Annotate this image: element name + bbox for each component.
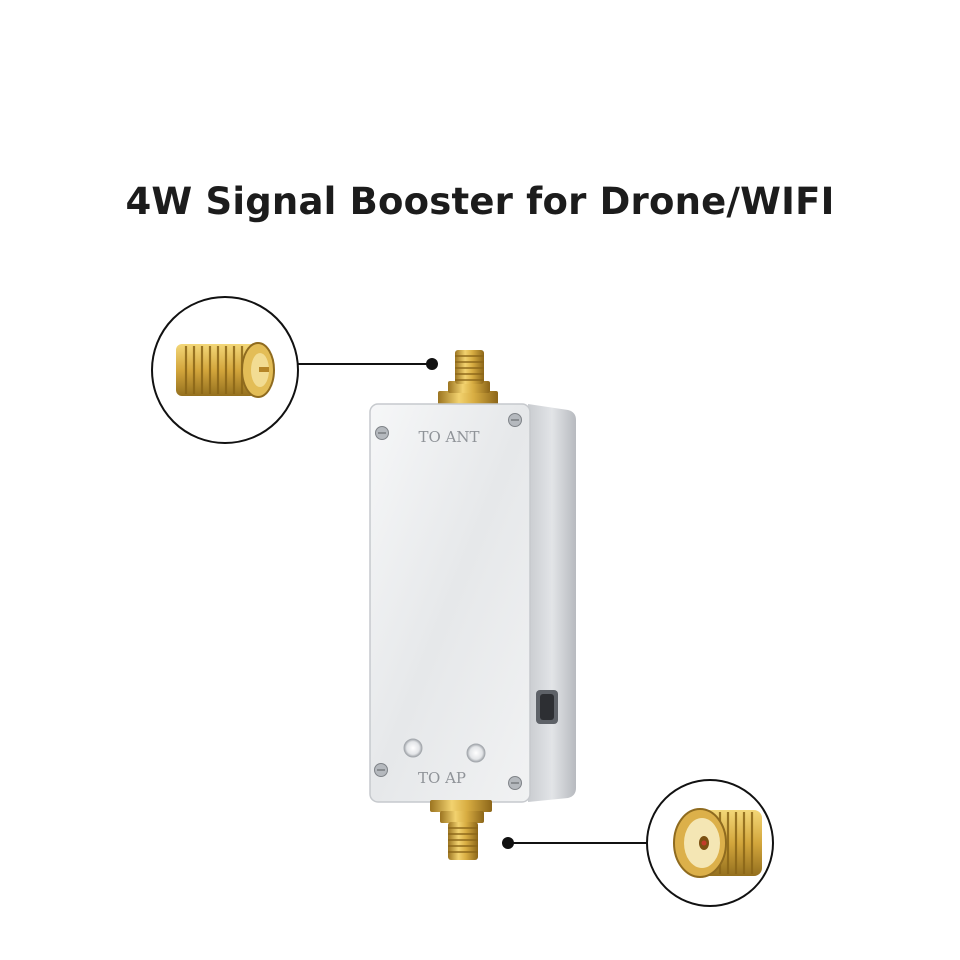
booster-housing: TO ANT TO AP [369, 403, 576, 803]
callout-bottom [502, 837, 650, 849]
callout-dot-bottom [502, 837, 514, 849]
sma-female-connector-icon [646, 779, 774, 907]
top-antenna-connector [438, 350, 498, 405]
led-indicator-left [403, 738, 423, 758]
port-label-bottom: TO AP [418, 769, 466, 787]
screw-icon [374, 413, 522, 790]
callout-top [293, 358, 438, 370]
bottom-ap-connector [430, 800, 492, 860]
callout-dot-top [426, 358, 438, 370]
rp-sma-female-connector-icon [151, 296, 299, 444]
page-title: 4W Signal Booster for Drone/WIFI [125, 180, 835, 223]
port-label-top: TO ANT [418, 428, 479, 446]
led-indicator-right [466, 743, 486, 763]
